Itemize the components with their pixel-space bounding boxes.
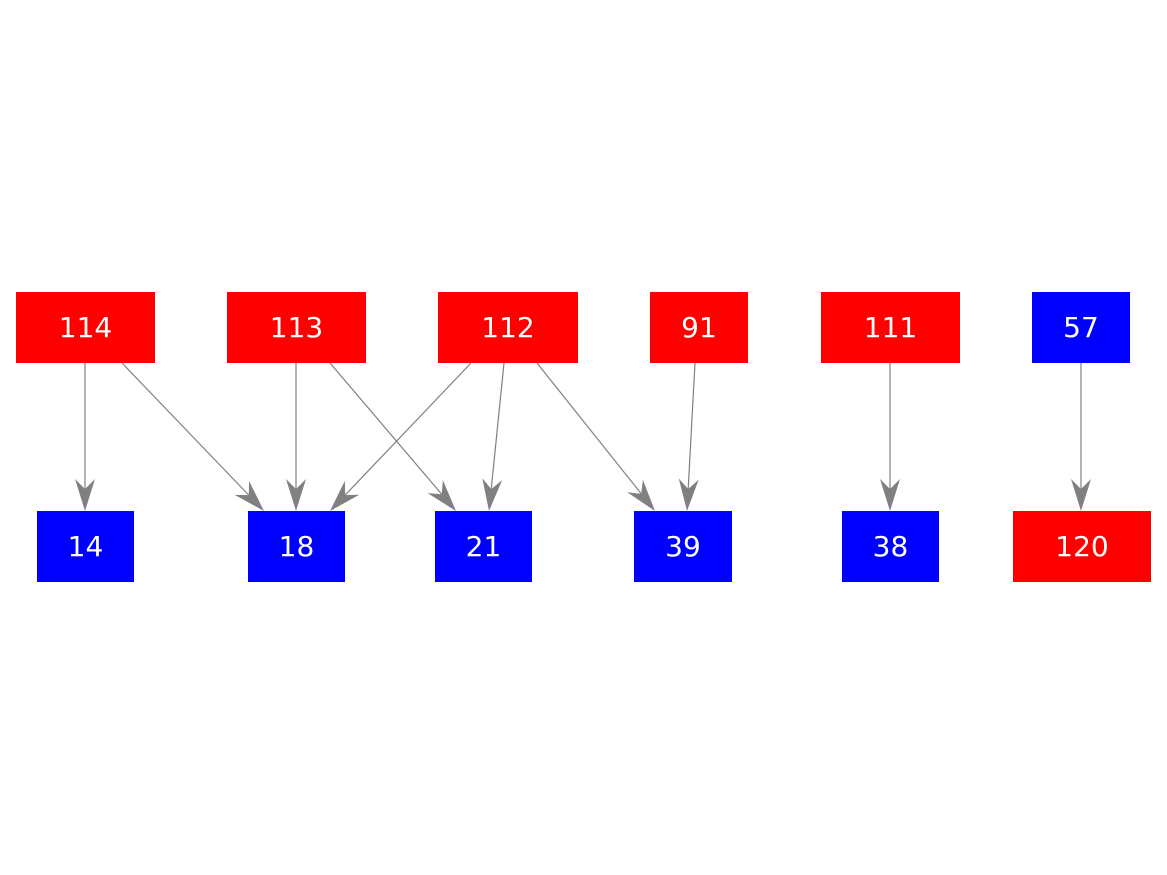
node-label-39: 39 bbox=[665, 530, 701, 563]
edge-114-to-18 bbox=[121, 362, 250, 496]
edges-layer bbox=[75, 362, 1091, 511]
node-label-38: 38 bbox=[873, 530, 909, 563]
arrowhead-114-to-18 bbox=[234, 480, 264, 511]
node-120: 120 bbox=[1013, 511, 1151, 582]
node-38: 38 bbox=[842, 511, 939, 582]
nodes-layer: 114 113 112 91 111 57 14 18 21 39 38 120 bbox=[16, 292, 1151, 582]
node-label-114: 114 bbox=[59, 311, 112, 344]
node-57: 57 bbox=[1032, 292, 1130, 363]
node-label-111: 111 bbox=[864, 311, 917, 344]
node-label-14: 14 bbox=[68, 530, 104, 563]
arrowhead-112-to-21 bbox=[482, 478, 503, 511]
arrowhead-111-to-38 bbox=[880, 479, 900, 511]
node-label-18: 18 bbox=[279, 530, 315, 563]
edge-112-to-18 bbox=[344, 362, 472, 496]
arrowhead-113-to-21 bbox=[427, 480, 456, 511]
arrowhead-113-to-18 bbox=[286, 479, 306, 511]
node-113: 113 bbox=[227, 292, 366, 363]
node-box-113 bbox=[227, 292, 366, 363]
node-box-120 bbox=[1013, 511, 1151, 582]
node-box-112 bbox=[438, 292, 578, 363]
node-label-57: 57 bbox=[1063, 311, 1099, 344]
node-box-21 bbox=[435, 511, 532, 582]
edge-91-to-39 bbox=[687, 362, 696, 490]
node-14: 14 bbox=[37, 511, 134, 582]
node-box-111 bbox=[821, 292, 960, 363]
node-114: 114 bbox=[16, 292, 155, 363]
node-39: 39 bbox=[634, 511, 732, 582]
arrowhead-91-to-39 bbox=[678, 478, 699, 511]
node-box-39 bbox=[634, 511, 732, 582]
node-112: 112 bbox=[438, 292, 578, 363]
arrowhead-57-to-120 bbox=[1071, 479, 1091, 511]
node-box-91 bbox=[650, 292, 748, 363]
arrowhead-112-to-18 bbox=[330, 480, 360, 511]
edge-113-to-21 bbox=[329, 362, 443, 495]
node-box-114 bbox=[16, 292, 155, 363]
node-111: 111 bbox=[821, 292, 960, 363]
arrowhead-114-to-14 bbox=[75, 479, 95, 511]
node-91: 91 bbox=[650, 292, 748, 363]
edge-112-to-21 bbox=[490, 362, 505, 490]
edge-112-to-39 bbox=[536, 362, 642, 495]
node-box-38 bbox=[842, 511, 939, 582]
node-box-18 bbox=[248, 511, 345, 582]
node-label-91: 91 bbox=[681, 311, 717, 344]
node-label-112: 112 bbox=[481, 311, 534, 344]
node-box-14 bbox=[37, 511, 134, 582]
node-21: 21 bbox=[435, 511, 532, 582]
arrowhead-112-to-39 bbox=[627, 479, 655, 511]
node-box-57 bbox=[1032, 292, 1130, 363]
node-18: 18 bbox=[248, 511, 345, 582]
node-label-113: 113 bbox=[270, 311, 323, 344]
node-label-120: 120 bbox=[1055, 530, 1108, 563]
node-label-21: 21 bbox=[466, 530, 502, 563]
